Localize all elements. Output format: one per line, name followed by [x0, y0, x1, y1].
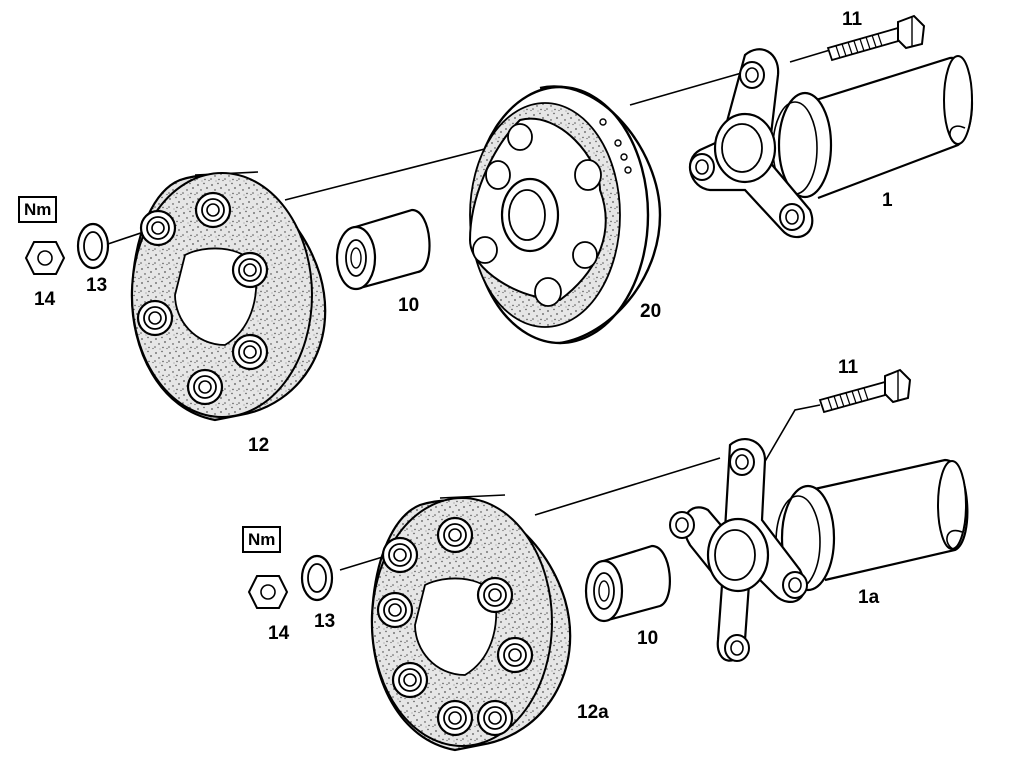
washer — [300, 554, 334, 602]
label-washer-bottom: 13 — [314, 611, 336, 632]
label-damper: 20 — [640, 301, 662, 322]
flex-disc — [370, 494, 572, 752]
centering-sleeve — [584, 544, 671, 623]
label-sleeve-bottom: 10 — [637, 628, 659, 649]
hex-nut — [248, 575, 288, 609]
label-bolt-bottom: 11 — [838, 357, 859, 378]
label-bolt-top: 11 — [842, 9, 863, 30]
label-driveshaft-top: 1 — [882, 190, 893, 211]
torque-symbol-top: Nm — [18, 196, 58, 223]
label-nut-bottom: 14 — [268, 623, 290, 644]
washer — [76, 222, 110, 270]
top-assembly — [25, 14, 974, 422]
bolt — [818, 368, 912, 414]
label-washer-top: 13 — [86, 275, 108, 296]
bolt — [826, 14, 926, 62]
driveshaft-flange — [669, 438, 808, 662]
label-nut-top: 14 — [34, 289, 56, 310]
flex-disc — [130, 171, 327, 422]
label-flex-disc-bottom: 12a — [577, 702, 609, 723]
label-sleeve-top: 10 — [398, 295, 420, 316]
driveshaft-tube — [772, 55, 974, 200]
driveshaft-tube — [775, 458, 969, 592]
centering-sleeve — [335, 208, 431, 291]
label-driveshaft-bottom: 1a — [858, 587, 880, 608]
vibration-damper — [468, 85, 662, 345]
torque-symbol-bottom: Nm — [242, 526, 282, 553]
driveshaft-flange — [689, 48, 814, 239]
label-flex-disc-top: 12 — [248, 435, 270, 456]
bottom-assembly — [248, 368, 969, 752]
hex-nut — [25, 241, 65, 275]
